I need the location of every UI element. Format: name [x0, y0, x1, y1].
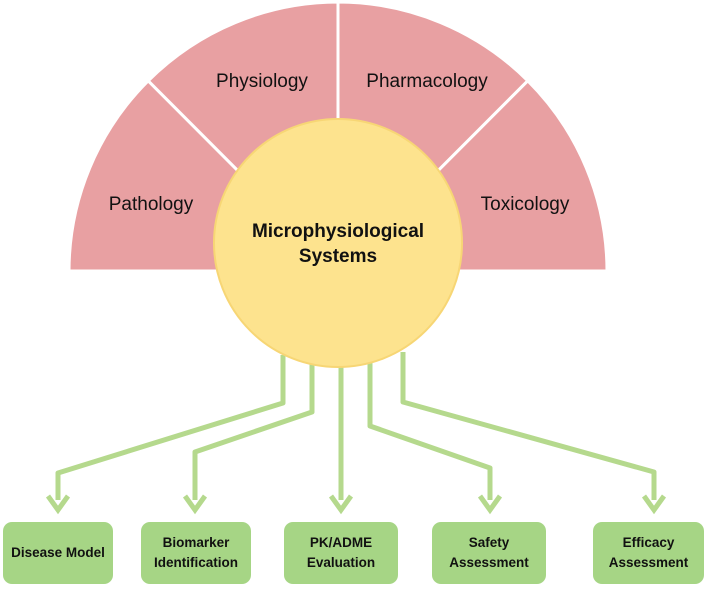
arrowhead-pk-adme-evaluation	[328, 494, 354, 515]
application-box-disease-model: Disease Model	[3, 522, 113, 584]
connector-arrows	[55, 352, 657, 500]
application-box-line1: Efficacy	[622, 535, 675, 550]
application-box-line1: Safety	[468, 535, 510, 550]
arrow-efficacy-assessment	[400, 352, 657, 500]
application-box-line1: Biomarker	[162, 535, 230, 550]
application-box-safety-assessment: Safety Assessment	[432, 522, 546, 584]
discipline-label-pathology: Pathology	[109, 194, 194, 215]
application-box-pk-adme-evaluation: PK/ADME Evaluation	[284, 522, 398, 584]
application-box-line2: Identification	[154, 555, 238, 570]
application-box-line1: Disease Model	[11, 545, 105, 560]
arrow-biomarker-identification	[192, 360, 315, 500]
arrow-disease-model	[55, 355, 286, 500]
center-circle	[213, 118, 463, 368]
arrow-safety-assessment	[367, 360, 493, 500]
application-box-line2: Assessment	[449, 555, 529, 570]
center-label-line2: Systems	[299, 246, 377, 267]
application-box-efficacy-assessment: Efficacy Assessment	[593, 522, 704, 584]
discipline-label-physiology: Physiology	[216, 71, 308, 92]
discipline-label-pharmacology: Pharmacology	[366, 71, 488, 92]
arrowhead-safety-assessment	[477, 494, 503, 515]
arrowhead-disease-model	[45, 494, 71, 515]
arrowhead-efficacy-assessment	[641, 494, 667, 515]
discipline-label-toxicology: Toxicology	[481, 194, 570, 215]
arrowheads	[45, 494, 667, 515]
center-label-line1: Microphysiological	[252, 221, 424, 242]
application-box-line2: Assessment	[608, 555, 689, 570]
arrowhead-biomarker-identification	[182, 494, 208, 515]
application-box-biomarker-identification: Biomarker Identification	[141, 522, 251, 584]
application-box-line2: Evaluation	[306, 555, 376, 570]
application-box-line1: PK/ADME	[309, 535, 373, 550]
